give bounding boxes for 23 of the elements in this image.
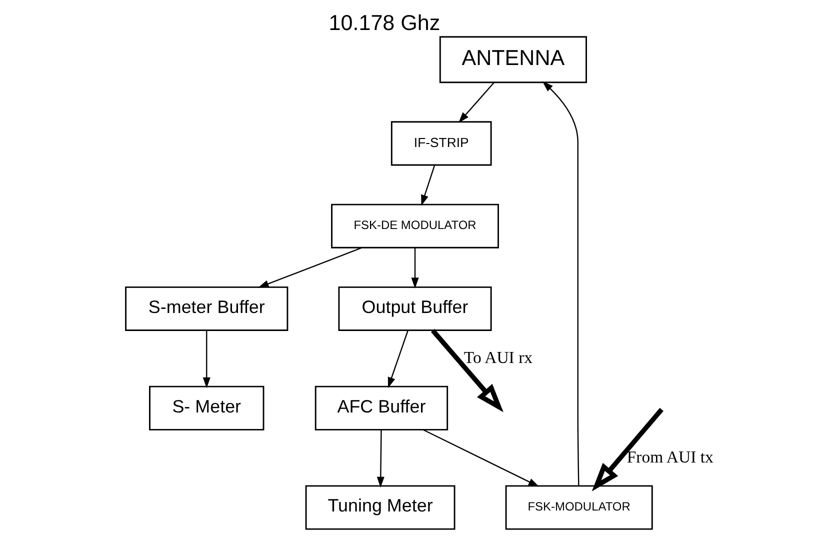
edge-label: From AUI tx [626,447,713,466]
arrow [410,248,418,288]
arrow [387,330,408,388]
arrow [430,328,503,412]
arrow [422,429,539,487]
arrow [257,247,362,288]
arrow [458,82,494,123]
node-box: S-meter Buffer [124,286,288,331]
arrow [202,330,210,388]
arrow [420,165,435,206]
edge-label: To AUI rx [463,348,532,367]
node-label: 10.178 Ghz [328,10,440,36]
node-box: AFC Buffer [314,386,448,430]
node-box: ANTENNA [438,36,586,84]
arrow [591,408,663,492]
node-box: FSK-DE MODULATOR [330,204,498,248]
node-box: IF-STRIP [390,121,492,166]
node-box: Output Buffer [338,286,492,331]
node-box: S- Meter [148,386,264,430]
arrow [542,81,579,486]
node-box: FSK-MODULATOR [504,485,652,530]
arrow [376,430,384,488]
node-box: Tuning Meter [304,485,455,530]
